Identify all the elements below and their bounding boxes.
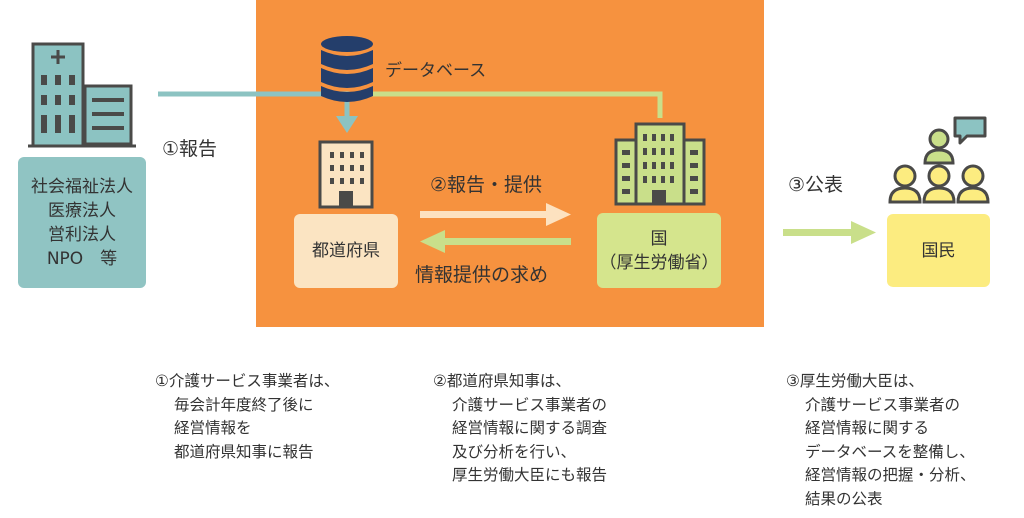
note-3-line-4: データベースを整備し、	[805, 442, 975, 461]
arrow-publication-head	[851, 221, 876, 244]
note-3-line-1: ③厚生労働大臣は、	[786, 372, 924, 390]
green-connector-line	[372, 91, 663, 118]
note-step-1: ①介護サービス事業者は、 毎会計年度終了後に 経営情報を 都道府県知事に報告	[155, 370, 339, 464]
prefecture-building-icon	[318, 140, 374, 209]
facility-building-icon	[28, 42, 136, 148]
corporations-line-2: 医療法人	[48, 200, 116, 221]
note-3-line-2: 介護サービス事業者の	[805, 395, 961, 414]
database-icon	[321, 36, 373, 102]
flow-report-label: ①報告	[162, 138, 218, 160]
note-2-line-2: 介護サービス事業者の	[452, 395, 608, 414]
note-2-line-5: 厚生労働大臣にも報告	[452, 466, 608, 484]
prefecture-label: 都道府県	[312, 241, 380, 261]
flow-publication-label: ③公表	[788, 174, 844, 196]
nation-line-1: 国	[650, 228, 668, 249]
note-1-line-1: ①介護サービス事業者は、	[155, 372, 340, 390]
citizens-box: 国民	[887, 214, 990, 287]
corporations-line-1: 社会福祉法人	[31, 176, 133, 197]
flow-info-request-label: 情報提供の求め	[415, 264, 549, 286]
note-step-3: ③厚生労働大臣は、 介護サービス事業者の 経営情報に関する データベースを整備し…	[786, 370, 976, 511]
flow-report-provide-label: ②報告・提供	[430, 174, 543, 196]
nation-box: 国 （厚生労働省）	[597, 213, 721, 288]
arrow-report-provide-head	[546, 203, 571, 226]
arrow-report-provide-shaft	[420, 211, 548, 218]
arrow-info-request-shaft	[443, 238, 571, 245]
database-label: データベース	[385, 61, 487, 81]
citizens-label: 国民	[921, 240, 956, 261]
teal-connector-arrowhead	[336, 116, 358, 133]
note-3-line-6: 結果の公表	[805, 489, 883, 508]
national-building-icon	[614, 122, 706, 206]
note-step-2: ②都道府県知事は、 介護サービス事業者の 経営情報に関する調査 及び分析を行い、…	[433, 370, 607, 488]
note-1-line-2: 毎会計年度終了後に	[174, 395, 314, 414]
corporations-line-4: NPO 等	[46, 248, 118, 269]
note-2-line-4: 及び分析を行い、	[452, 442, 577, 461]
note-3-line-3: 経営情報に関する	[805, 419, 930, 437]
note-2-line-1: ②都道府県知事は、	[433, 372, 571, 390]
note-2-line-3: 経営情報に関する調査	[452, 419, 608, 437]
prefecture-box: 都道府県	[294, 214, 398, 288]
note-3-line-5: 経営情報の把握・分析、	[805, 466, 976, 484]
corporations-box: 社会福祉法人 医療法人 営利法人 NPO 等	[18, 157, 146, 288]
arrow-info-request-head	[420, 230, 445, 253]
note-1-line-4: 都道府県知事に報告	[174, 442, 314, 461]
nation-line-2: （厚生労働省）	[599, 252, 719, 273]
speech-bubble-icon	[953, 116, 987, 145]
corporations-line-3: 営利法人	[48, 224, 116, 245]
people-group-icon	[888, 128, 990, 204]
note-1-line-3: 経営情報を	[174, 419, 252, 437]
arrow-publication-shaft	[783, 229, 853, 236]
